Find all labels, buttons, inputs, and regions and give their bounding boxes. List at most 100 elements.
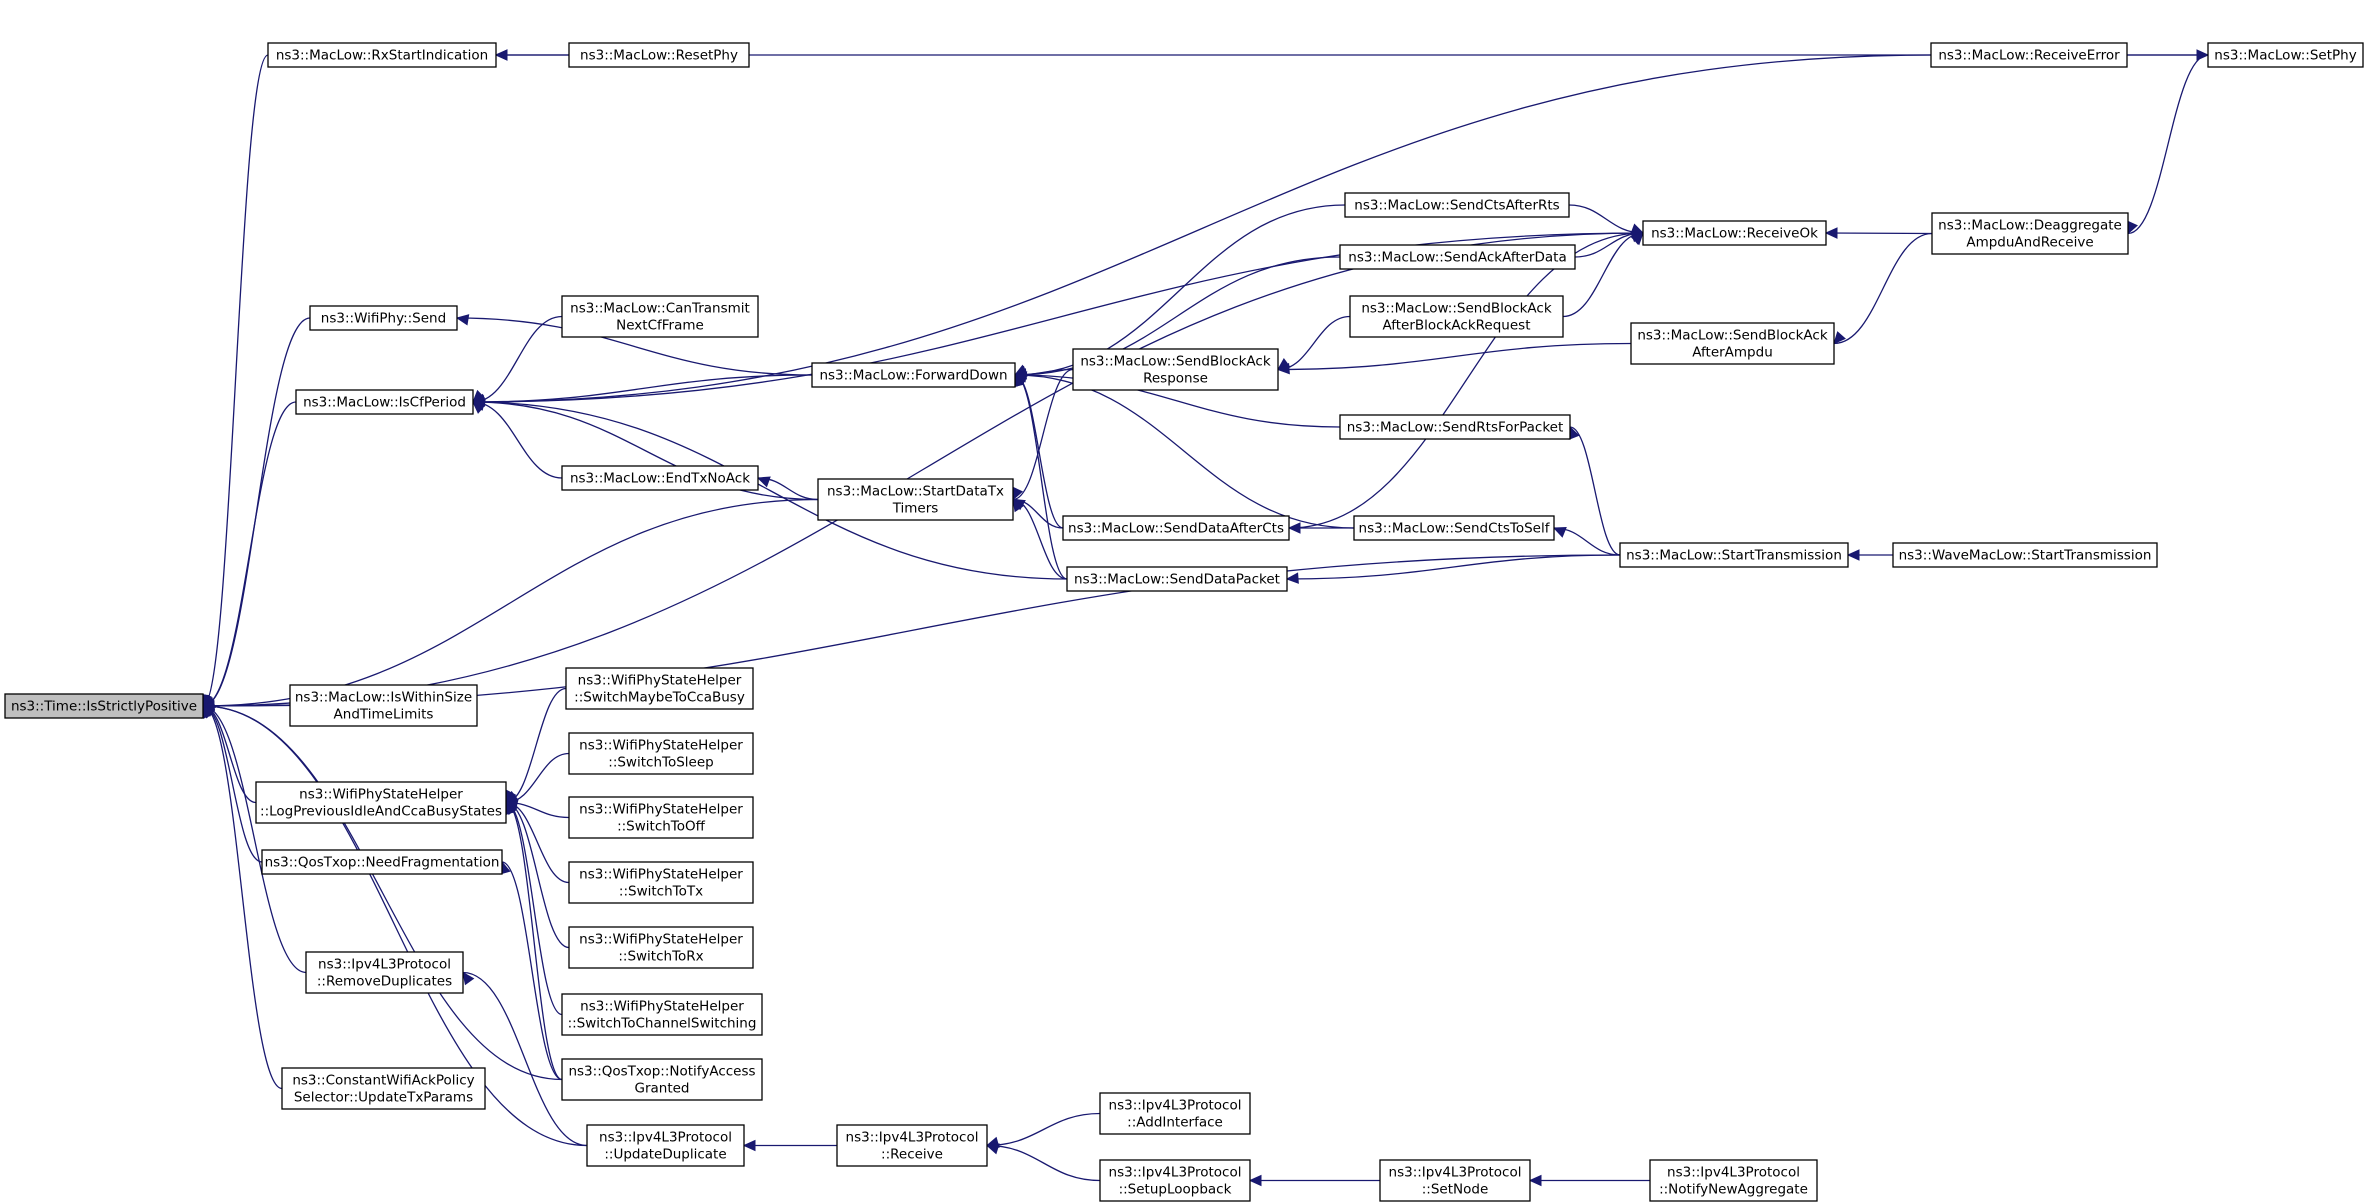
node-wavestart[interactable]: ns3::WaveMacLow::StartTransmission bbox=[1892, 542, 2158, 568]
node-box bbox=[1099, 1092, 1251, 1135]
node-removedup[interactable]: ns3::Ipv4L3Protocol::RemoveDuplicates bbox=[305, 951, 464, 994]
node-ackafterdata[interactable]: ns3::MacLow::SendAckAfterData bbox=[1339, 244, 1576, 270]
node-rxstart[interactable]: ns3::MacLow::RxStartIndication bbox=[267, 42, 497, 68]
node-box bbox=[568, 926, 754, 969]
node-box bbox=[1339, 414, 1571, 440]
node-wifiphysend[interactable]: ns3::WifiPhy::Send bbox=[309, 305, 458, 331]
node-box bbox=[1892, 542, 2158, 568]
node-iscfperiod[interactable]: ns3::MacLow::IsCfPeriod bbox=[295, 389, 474, 415]
node-starttransmission[interactable]: ns3::MacLow::StartTransmission bbox=[1619, 542, 1849, 568]
node-box bbox=[1072, 348, 1279, 391]
node-label: ns3::Ipv4L3Protocol bbox=[1109, 1165, 1242, 1181]
node-label: ::SwitchToOff bbox=[617, 819, 706, 835]
node-box bbox=[1379, 1159, 1531, 1202]
edge-tochannel-to-logprev bbox=[503, 801, 563, 1016]
node-label: ::SwitchToSleep bbox=[608, 755, 713, 771]
edge-needfrag-to-root bbox=[201, 704, 263, 863]
edge-setnode-to-setuploop bbox=[1248, 1174, 1381, 1187]
node-label: ns3::WifiPhyStateHelper bbox=[579, 867, 743, 883]
node-box bbox=[817, 478, 1014, 521]
node-root[interactable]: ns3::Time::IsStrictlyPositive bbox=[4, 693, 204, 719]
edge-maybecca-to-logprev bbox=[505, 687, 567, 804]
node-label: Timers bbox=[892, 501, 939, 517]
node-addif[interactable]: ns3::Ipv4L3Protocol::AddInterface bbox=[1099, 1092, 1251, 1135]
edge-datapacket-to-startdatatx bbox=[1012, 498, 1068, 580]
node-label: ns3::WaveMacLow::StartTransmission bbox=[1899, 548, 2152, 564]
node-receive[interactable]: ns3::Ipv4L3Protocol::Receive bbox=[836, 1124, 988, 1167]
node-setuploop[interactable]: ns3::Ipv4L3Protocol::SetupLoopback bbox=[1099, 1159, 1251, 1202]
node-box bbox=[561, 1058, 763, 1101]
node-blockackafterreq[interactable]: ns3::MacLow::SendBlockAckAfterBlockAckRe… bbox=[1349, 295, 1564, 338]
node-notifyagg[interactable]: ns3::Ipv4L3Protocol::NotifyNewAggregate bbox=[1649, 1159, 1818, 1202]
node-datapacket[interactable]: ns3::MacLow::SendDataPacket bbox=[1066, 566, 1288, 592]
node-recvok[interactable]: ns3::MacLow::ReceiveOk bbox=[1642, 220, 1827, 246]
node-dataaftercts[interactable]: ns3::MacLow::SendDataAfterCts bbox=[1062, 515, 1290, 541]
node-recverr[interactable]: ns3::MacLow::ReceiveError bbox=[1930, 42, 2128, 68]
node-box bbox=[1931, 212, 2129, 255]
node-label: ::LogPreviousIdleAndCcaBusyStates bbox=[260, 804, 502, 820]
node-label: ns3::MacLow::SendCtsToSelf bbox=[1359, 521, 1551, 537]
node-label: ::RemoveDuplicates bbox=[317, 974, 452, 990]
node-label: ns3::MacLow::SendRtsForPacket bbox=[1347, 420, 1564, 436]
node-tosleep[interactable]: ns3::WifiPhyStateHelper::SwitchToSleep bbox=[568, 732, 754, 775]
node-tooff[interactable]: ns3::WifiPhyStateHelper::SwitchToOff bbox=[568, 796, 754, 839]
node-setphy[interactable]: ns3::MacLow::SetPhy bbox=[2207, 42, 2364, 68]
edge-datapacket-to-iscfperiod bbox=[471, 399, 1068, 580]
node-label: ns3::MacLow::SendDataPacket bbox=[1074, 572, 1280, 588]
node-box bbox=[811, 362, 1016, 388]
node-label: ns3::MacLow::EndTxNoAck bbox=[570, 471, 750, 487]
node-label: ns3::QosTxop::NeedFragmentation bbox=[265, 855, 500, 871]
node-label: AfterBlockAckRequest bbox=[1382, 318, 1530, 334]
call-graph-edges bbox=[198, 49, 2210, 1187]
node-label: ns3::MacLow::SendCtsAfterRts bbox=[1354, 198, 1559, 214]
edge-starttransmission-to-datapacket bbox=[1285, 554, 1621, 584]
edge-rxstart-to-root bbox=[198, 54, 269, 708]
node-label: ns3::WifiPhyStateHelper bbox=[578, 673, 742, 689]
node-label: ns3::Ipv4L3Protocol bbox=[318, 957, 451, 973]
node-forwarddown[interactable]: ns3::MacLow::ForwardDown bbox=[811, 362, 1016, 388]
node-label: ns3::Ipv4L3Protocol bbox=[1109, 1098, 1242, 1114]
node-logprev[interactable]: ns3::WifiPhyStateHelper::LogPreviousIdle… bbox=[255, 781, 507, 824]
node-label: ns3::Ipv4L3Protocol bbox=[1389, 1165, 1522, 1181]
node-updatedup[interactable]: ns3::Ipv4L3Protocol::UpdateDuplicate bbox=[586, 1124, 745, 1167]
node-ctstoself[interactable]: ns3::MacLow::SendCtsToSelf bbox=[1353, 515, 1555, 541]
node-label: ns3::WifiPhyStateHelper bbox=[299, 787, 463, 803]
node-box bbox=[1344, 192, 1570, 218]
edge-notifyagg-to-setnode bbox=[1528, 1174, 1651, 1187]
node-constack[interactable]: ns3::ConstantWifiAckPolicySelector::Upda… bbox=[281, 1067, 486, 1110]
node-label: ns3::ConstantWifiAckPolicy bbox=[292, 1073, 474, 1089]
edge-blockackresp-to-startdatatx bbox=[1012, 368, 1074, 501]
node-label: ns3::WifiPhyStateHelper bbox=[579, 932, 743, 948]
node-label: ns3::WifiPhy::Send bbox=[321, 311, 446, 327]
node-label: ns3::MacLow::IsCfPeriod bbox=[303, 395, 466, 411]
node-tochannel[interactable]: ns3::WifiPhyStateHelper::SwitchToChannel… bbox=[561, 993, 763, 1036]
node-needfrag[interactable]: ns3::QosTxop::NeedFragmentation bbox=[261, 849, 503, 875]
node-box bbox=[2207, 42, 2364, 68]
edge-forwarddown-to-wifiphysend bbox=[455, 314, 813, 376]
node-label: ns3::Time::IsStrictlyPositive bbox=[11, 699, 197, 715]
node-ctsafterrts[interactable]: ns3::MacLow::SendCtsAfterRts bbox=[1344, 192, 1570, 218]
edge-notifyaccess-to-needfrag bbox=[499, 860, 563, 1081]
node-totx[interactable]: ns3::WifiPhyStateHelper::SwitchToTx bbox=[568, 861, 754, 904]
node-label: ns3::MacLow::RxStartIndication bbox=[276, 48, 488, 64]
node-resetphy[interactable]: ns3::MacLow::ResetPhy bbox=[568, 42, 750, 68]
node-label: AfterAmpdu bbox=[1692, 345, 1773, 361]
edge-addif-to-receive bbox=[985, 1112, 1101, 1148]
node-maybecca[interactable]: ns3::WifiPhyStateHelper::SwitchMaybeToCc… bbox=[565, 667, 754, 710]
node-setnode[interactable]: ns3::Ipv4L3Protocol::SetNode bbox=[1379, 1159, 1531, 1202]
node-endtxnoack[interactable]: ns3::MacLow::EndTxNoAck bbox=[561, 465, 759, 491]
node-rtsforpacket[interactable]: ns3::MacLow::SendRtsForPacket bbox=[1339, 414, 1571, 440]
node-torx[interactable]: ns3::WifiPhyStateHelper::SwitchToRx bbox=[568, 926, 754, 969]
node-box bbox=[1066, 566, 1288, 592]
edge-blockackafterreq-to-blockackresp bbox=[1277, 315, 1351, 371]
node-label: ns3::MacLow::SendAckAfterData bbox=[1348, 250, 1566, 266]
node-label: Response bbox=[1143, 371, 1208, 387]
node-label: ns3::MacLow::ReceiveError bbox=[1938, 48, 2120, 64]
